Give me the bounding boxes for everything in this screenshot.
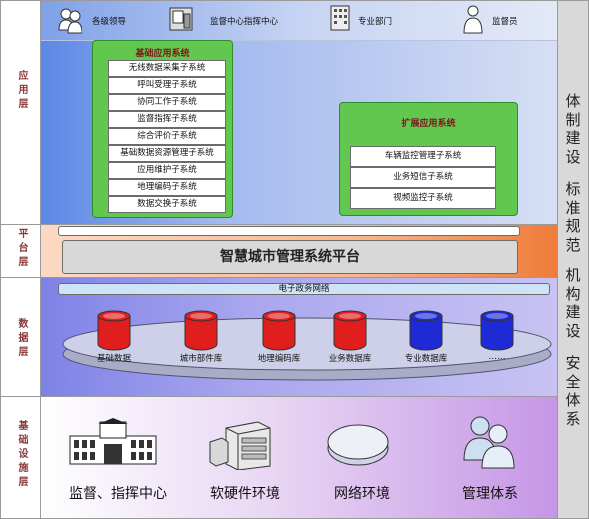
management-people-icon	[463, 416, 515, 469]
database-cylinder	[409, 310, 443, 351]
layer-label-data: 数据层	[16, 318, 27, 360]
database-cylinder	[184, 310, 218, 351]
user-supervisors: 监督员	[492, 17, 518, 27]
platform-title: 智慧城市管理系统平台	[220, 249, 360, 265]
leaders-icon	[58, 8, 82, 34]
side-system-standards: 标准规范	[565, 180, 581, 254]
database-label: 城市部件库	[179, 354, 223, 364]
side-system-institution: 体制建设	[565, 92, 581, 166]
supervisor-person-icon	[463, 5, 483, 34]
platform-top-bar	[58, 226, 520, 236]
platform-box: 智慧城市管理系统平台	[62, 240, 518, 274]
infra-management: 管理体系	[462, 486, 518, 502]
infra-command-center: 监督、指挥中心	[69, 486, 167, 502]
basic-subsystem-item: 应用维护子系统	[108, 162, 226, 179]
database-label: 专业数据库	[404, 354, 448, 364]
database-cylinder	[480, 310, 514, 351]
network-disc-icon	[327, 424, 389, 466]
extended-subsystem-item: 视频监控子系统	[350, 188, 496, 209]
e-government-network-bar: 电子政务网络	[58, 283, 550, 295]
database-cylinder	[333, 310, 367, 351]
infra-network: 网络环境	[334, 486, 390, 502]
basic-subsystem-item: 地理编码子系统	[108, 179, 226, 196]
database-label: 基础数据	[96, 354, 131, 364]
command-center-icon	[169, 7, 193, 31]
extended-subsystem-item: 车辆监控管理子系统	[350, 146, 496, 167]
basic-subsystem-item: 综合评价子系统	[108, 128, 226, 145]
server-hardware-icon	[209, 421, 271, 470]
extended-subsystem-item: 业务短信子系统	[350, 167, 496, 188]
layer-label-infrastructure: 基础设施层	[16, 420, 27, 490]
database-label: 地理编码库	[257, 354, 301, 364]
user-departments: 专业部门	[358, 17, 393, 27]
database-cylinder	[97, 310, 131, 351]
user-leaders: 各级领导	[92, 17, 127, 27]
basic-system-title: 基础应用系统	[135, 49, 190, 59]
database-label: 业务数据库	[328, 354, 372, 364]
user-command-center: 监督中心指挥中心	[210, 17, 279, 27]
side-systems-column	[557, 0, 589, 519]
basic-subsystem-item: 监督指挥子系统	[108, 111, 226, 128]
database-label: ……	[488, 352, 506, 362]
basic-subsystem-item: 协同工作子系统	[108, 94, 226, 111]
basic-subsystem-item: 基础数据资源管理子系统	[108, 145, 226, 162]
department-building-icon	[330, 5, 350, 31]
basic-subsystem-item: 呼叫受理子系统	[108, 77, 226, 94]
basic-subsystem-item: 数据交换子系统	[108, 196, 226, 213]
layer-label-platform: 平台层	[16, 228, 27, 270]
database-cylinder	[262, 310, 296, 351]
infra-hardware-software: 软硬件环境	[210, 486, 280, 502]
basic-subsystem-item: 无线数据采集子系统	[108, 60, 226, 77]
extended-system-title: 扩展应用系统	[401, 119, 456, 129]
network-label: 电子政务网络	[278, 284, 330, 294]
side-system-security: 安全体系	[565, 354, 581, 428]
side-system-organization: 机构建设	[565, 266, 581, 340]
command-center-building-icon	[69, 418, 157, 465]
layer-label-application: 应用层	[16, 70, 27, 112]
layer-label-column	[0, 0, 40, 519]
